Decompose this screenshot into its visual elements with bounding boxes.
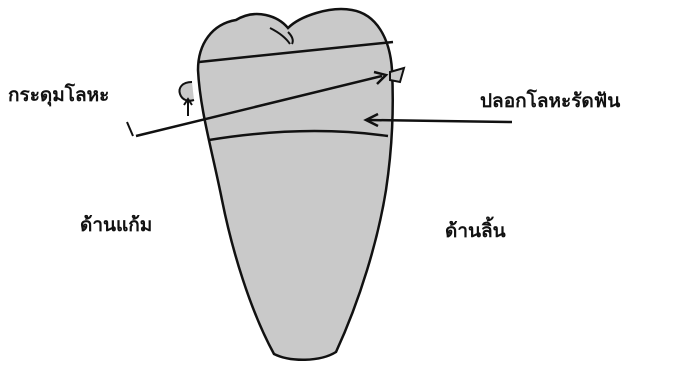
label-band: ปลอกโลหะรัดฟัน [480, 92, 620, 111]
label-buccal-side: ด้านแก้ม [80, 216, 152, 235]
tooth-outline [198, 9, 393, 360]
clasp-label-tick [127, 122, 133, 136]
label-clasp: กระดุมโลหะ [8, 86, 109, 105]
label-lingual-side: ด้านลิ้น [445, 222, 506, 241]
buccal-clasp-shape [180, 82, 195, 101]
clasp-arrow [184, 99, 192, 116]
